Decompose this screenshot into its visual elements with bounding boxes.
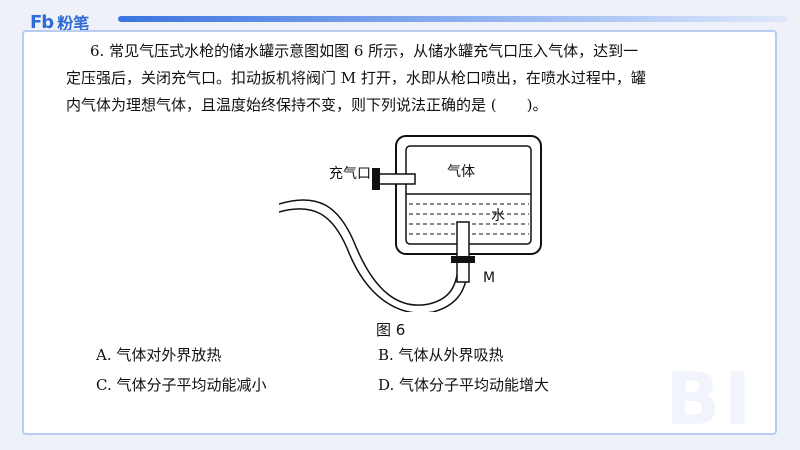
option-b[interactable]: B. 气体从外界吸热 — [378, 346, 504, 364]
brand-logo: Fb 粉笔 — [30, 10, 89, 34]
option-a[interactable]: A. 气体对外界放热 — [96, 346, 222, 364]
brand-name: 粉笔 — [57, 14, 90, 33]
water-tank-diagram: 充气口 气体 水 M — [279, 135, 542, 312]
inlet-pipe — [376, 173, 416, 185]
header-bar — [118, 16, 788, 22]
water-label: 水 — [491, 208, 505, 224]
hose-outer — [279, 199, 460, 306]
question-line-2: 定压强后，关闭充气口。扣动扳机将阀门 M 打开，水即从枪口喷出，在喷水过程中，罐 — [66, 69, 646, 87]
figure-caption: 图 6 — [376, 321, 406, 339]
brand-mark: Fb — [30, 11, 54, 33]
question-card: BI 6. 常见气压式水枪的储水罐示意图如图 6 所示，从储水罐充气口压入气体，… — [22, 30, 777, 435]
hose-inner — [279, 208, 470, 312]
valve-m — [451, 256, 475, 263]
gas-label: 气体 — [447, 164, 475, 180]
valve-label: M — [483, 270, 495, 286]
question-line-1: 6. 常见气压式水枪的储水罐示意图如图 6 所示，从储水罐充气口压入气体，达到一 — [90, 42, 639, 60]
question-text: 6. 常见气压式水枪的储水罐示意图如图 6 所示，从储水罐充气口压入气体，达到一… — [66, 38, 746, 119]
inlet-cap — [372, 168, 380, 190]
inlet-label: 充气口 — [329, 166, 371, 182]
outlet-pipe — [456, 221, 470, 283]
option-d[interactable]: D. 气体分子平均动能增大 — [378, 376, 550, 394]
watermark: BI — [665, 357, 755, 435]
option-c[interactable]: C. 气体分子平均动能减小 — [96, 376, 267, 394]
question-line-3: 内气体为理想气体，且温度始终保持不变，则下列说法正确的是 ( )。 — [66, 96, 548, 114]
